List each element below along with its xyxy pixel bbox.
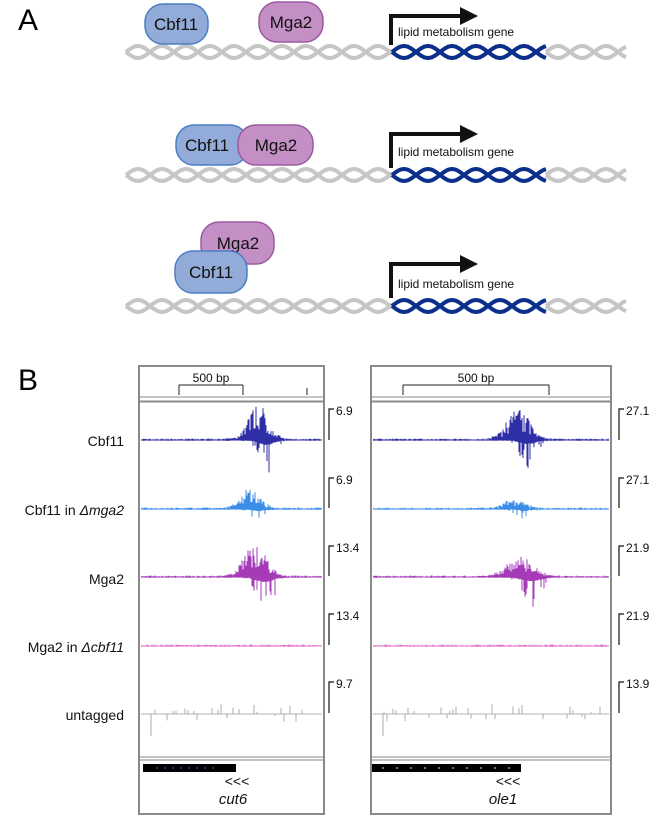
mga2-label: Mga2 xyxy=(255,136,298,155)
scale-bar: 500 bp xyxy=(402,371,550,395)
track-label-mga2: Mga2 xyxy=(89,571,124,587)
cbf11-label: Cbf11 xyxy=(154,15,198,34)
model-row-1: lipid metabolism gene Cbf11 Mga2 xyxy=(124,1,627,61)
mga2-protein: Mga2 xyxy=(237,124,314,166)
signal-trace xyxy=(373,644,609,647)
scale-bar: 500 bp xyxy=(178,371,308,395)
signal-tracks-cut6 xyxy=(141,406,322,736)
dna-strand xyxy=(124,166,627,184)
data-range-left: 6.9 6.9 13.4 13.4 9.7 xyxy=(328,404,360,713)
mga2-label: Mga2 xyxy=(217,234,260,253)
model-row-3: lipid metabolism gene Mga2 Cbf11 xyxy=(124,221,627,315)
data-range-label: 21.9 xyxy=(626,609,650,623)
cbf11-protein: Cbf11 xyxy=(175,124,249,166)
gene-label: lipid metabolism gene xyxy=(398,25,514,39)
cbf11-protein: Cbf11 xyxy=(174,250,248,294)
cbf11-label: Cbf11 xyxy=(185,136,229,155)
signal-tracks-ole1 xyxy=(373,410,609,736)
cbf11-label: Cbf11 xyxy=(189,263,233,282)
signal-trace xyxy=(141,406,322,473)
browser-cut6: 500 bp <<< cut6 xyxy=(138,365,325,815)
signal-trace xyxy=(373,704,609,736)
data-range-label: 6.9 xyxy=(336,404,353,418)
locus-name-cut6: cut6 xyxy=(219,791,248,808)
track-label-cbf11: Cbf11 xyxy=(88,433,125,449)
mga2-label: Mga2 xyxy=(270,13,313,32)
track-label-cbf11-dmga2: Cbf11 in Δmga2 xyxy=(25,502,125,518)
track-label-mga2-dcbf11: Mga2 in Δcbf11 xyxy=(28,639,124,655)
signal-trace xyxy=(373,410,609,468)
gene-label: lipid metabolism gene xyxy=(398,145,514,159)
signal-trace xyxy=(141,489,322,518)
track-label-untagged: untagged xyxy=(66,707,124,723)
data-range-label: 27.1 xyxy=(626,473,650,487)
data-range-label: 9.7 xyxy=(336,677,353,691)
signal-trace xyxy=(141,547,322,601)
data-range-label: 13.4 xyxy=(336,541,360,555)
gene-model-cut6: <<< cut6 xyxy=(143,764,249,808)
gene-label: lipid metabolism gene xyxy=(398,277,514,291)
browser-ole1: 500 bp <<< ole1 xyxy=(370,365,612,815)
panel-a-letter: A xyxy=(18,4,38,37)
model-row-2: lipid metabolism gene Cbf11 Mga2 xyxy=(124,124,627,184)
strand-arrows: <<< xyxy=(225,773,250,789)
dna-strand xyxy=(124,43,627,61)
strand-arrows: <<< xyxy=(496,773,521,789)
scale-bar-label: 500 bp xyxy=(193,371,230,385)
track-labels: Cbf11 Cbf11 in Δmga2 Mga2 Mga2 in Δcbf11… xyxy=(25,433,125,723)
panel-a: lipid metabolism gene Cbf11 Mga2 lipid m… xyxy=(124,1,627,315)
scale-bar-label: 500 bp xyxy=(458,371,495,385)
data-range-label: 13.9 xyxy=(626,677,650,691)
dna-strand xyxy=(124,297,627,315)
signal-trace xyxy=(141,644,322,647)
data-range-right: 27.1 27.1 21.9 21.9 13.9 xyxy=(618,404,650,713)
signal-trace xyxy=(373,500,609,519)
mga2-protein: Mga2 xyxy=(258,1,324,43)
tss-arrow xyxy=(389,125,478,168)
data-range-label: 27.1 xyxy=(626,404,650,418)
panel-b-letter: B xyxy=(18,364,38,397)
signal-trace xyxy=(141,704,322,736)
data-range-label: 6.9 xyxy=(336,473,353,487)
tss-arrow xyxy=(389,7,478,45)
data-range-label: 21.9 xyxy=(626,541,650,555)
tss-arrow xyxy=(389,255,478,298)
gene-model-ole1: <<< ole1 xyxy=(372,764,521,808)
locus-name-ole1: ole1 xyxy=(489,791,517,808)
data-range-label: 13.4 xyxy=(336,609,360,623)
cbf11-protein: Cbf11 xyxy=(144,3,209,45)
signal-trace xyxy=(373,556,609,607)
